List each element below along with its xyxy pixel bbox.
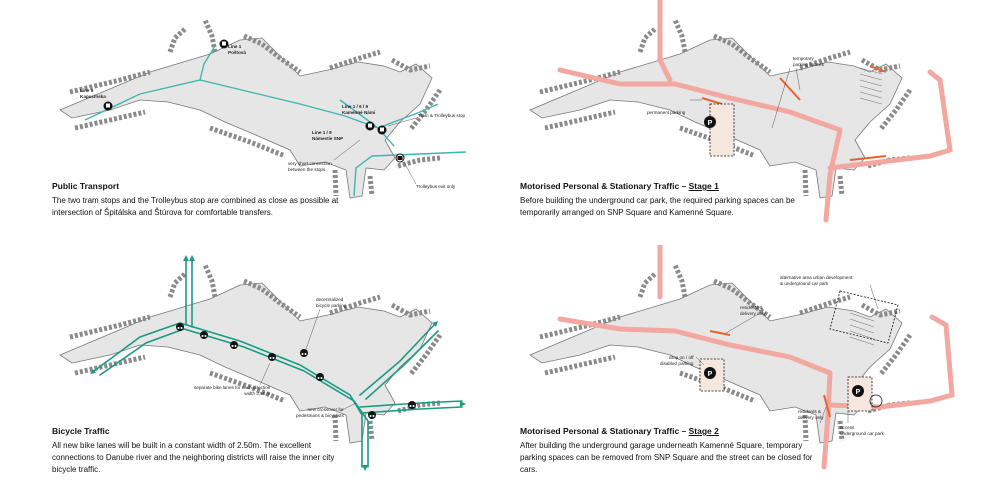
residents-parking-strip: [709, 330, 731, 336]
bike-lane-east-opposite: [361, 406, 463, 414]
public-transport-map: [0, 0, 467, 245]
road-main: [557, 316, 833, 376]
bicycle-parking-icon: [200, 331, 208, 339]
label-trolleybus-exit: Trolleybus exit only: [416, 184, 456, 189]
trolley-line-south: [353, 151, 467, 197]
label-tram-trolley-stop: Tram & Trolleybus stop: [418, 113, 466, 118]
bicycle-parking-icon: [268, 353, 276, 361]
svg-text:P: P: [708, 371, 713, 378]
svg-text:P: P: [708, 120, 713, 127]
bike-lane-main: [93, 322, 363, 468]
temporary-parking-strip: [779, 77, 801, 101]
parking-icon: P: [704, 116, 716, 128]
trolley-line-east: [377, 103, 439, 129]
tram-line-1: [199, 45, 216, 81]
bicycle-parking-icon: [230, 341, 238, 349]
panel-description: All new bike lanes will be built in a co…: [52, 441, 335, 474]
stage1-map: P: [500, 0, 953, 223]
panel-title: Motorised Personal & Stationary Traffic …: [520, 181, 719, 191]
panel-title: Motorised Personal & Stationary Traffic …: [520, 426, 719, 436]
temporary-parking-strip: [701, 97, 723, 105]
road-south: [823, 127, 843, 223]
bicycle-map: [0, 255, 466, 471]
bike-lane-northeast-opposite: [365, 330, 439, 400]
parking-icon: P: [852, 385, 864, 397]
panel-title: Bicycle Traffic: [52, 426, 110, 436]
panel-description: Before building the underground car park…: [520, 196, 795, 217]
residents-parking-strip: [823, 394, 831, 418]
bicycle-parking-icon: [316, 373, 324, 381]
panel-title: Public Transport: [52, 181, 120, 191]
temporary-parking-strip: [869, 65, 887, 73]
tram-stop-icon: [219, 39, 229, 49]
trolleybus-icon: [395, 153, 405, 163]
bicycle-parking-icon: [408, 401, 416, 409]
road-east-loop: [827, 69, 953, 171]
tram-stop-icon: [377, 125, 387, 135]
label-permanent-parking: permanent parking: [647, 110, 686, 115]
label-residents-delivery: residents &delivery only: [740, 305, 766, 316]
bike-lane-northeast: [359, 324, 435, 396]
road-south: [821, 370, 833, 470]
bicycle-parking-icon: [176, 323, 184, 331]
stage2-map: P P: [500, 245, 955, 470]
panel-description: After building the underground garage un…: [520, 441, 813, 474]
panel-stage-2: P P alternative area urban development& …: [500, 245, 990, 490]
label-residents-delivery-south: residents &delivery only: [798, 409, 824, 420]
parking-icon: P: [704, 367, 716, 379]
bike-lane-east: [359, 400, 463, 408]
label-alternative-area: alternative area urban development& unde…: [780, 275, 853, 286]
tram-stop-icon: [103, 101, 113, 111]
temporary-parking-strip: [849, 155, 887, 161]
tram-stop-icon: [365, 121, 375, 131]
svg-text:P: P: [856, 389, 861, 396]
tram-line-9: [84, 79, 379, 129]
bicycle-parking-icon: [368, 411, 376, 419]
road-main: [557, 67, 843, 133]
panel-description: The two tram stops and the Trolleybus st…: [52, 196, 339, 217]
bicycle-parking-icon: [300, 349, 308, 357]
road-north: [657, 0, 673, 83]
permanent-parking-area: [709, 103, 735, 157]
alternative-development-area: [829, 290, 899, 344]
